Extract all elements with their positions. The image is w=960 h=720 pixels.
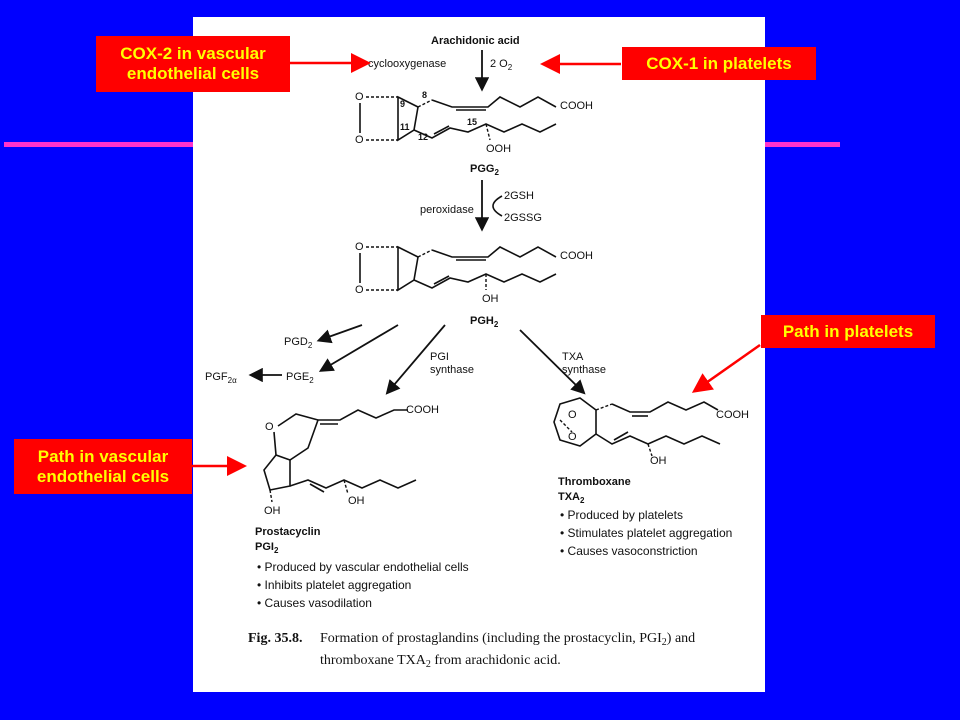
pgh2-o-bottom: O bbox=[355, 284, 364, 296]
thromboxane-bullet: • Produced by platelets bbox=[560, 508, 683, 522]
pgg2-ooh: OOH bbox=[486, 143, 511, 155]
txa2-o-bottom: O bbox=[568, 431, 577, 443]
txa-synthase-label-1: TXA bbox=[562, 351, 584, 363]
pgd2-label: PGD2 bbox=[284, 336, 313, 350]
pgg2-label: PGG2 bbox=[470, 163, 499, 177]
caption-line-1: Formation of prostaglandins (including t… bbox=[320, 631, 695, 648]
thromboxane-structure: O O COOH OH bbox=[553, 397, 749, 467]
pgg2-cooh: COOH bbox=[560, 100, 593, 112]
pgi2-oh-ring: OH bbox=[264, 505, 281, 517]
prostacyclin-bullet: • Inhibits platelet aggregation bbox=[257, 578, 411, 592]
pgh2-o-top: O bbox=[355, 241, 364, 253]
pgh2-structure: O O COOH OH PGH2 bbox=[355, 241, 593, 329]
cyclooxygenase-label: cyclooxygenase bbox=[368, 58, 446, 70]
pgi2-label: PGI2 bbox=[255, 541, 279, 555]
pgg2-o-bottom: O bbox=[355, 134, 364, 146]
pgi2-cooh: COOH bbox=[406, 404, 439, 416]
prostacyclin-bullet: • Produced by vascular endothelial cells bbox=[257, 560, 469, 574]
thromboxane-label: Thromboxane bbox=[558, 476, 631, 488]
platelet-path-callout: Path in platelets bbox=[761, 315, 935, 348]
pgg2-o-top: O bbox=[355, 91, 364, 103]
cox2-callout: COX-2 in vascular endothelial cells bbox=[96, 36, 290, 92]
arrow-to-pgd2 bbox=[316, 324, 363, 344]
thromboxane-bullet: • Stimulates platelet aggregation bbox=[560, 526, 732, 540]
pgi-synthase-label-2: synthase bbox=[430, 364, 474, 376]
pge2-label: PGE2 bbox=[286, 371, 314, 385]
atom-9: 9 bbox=[400, 99, 405, 109]
gssg-label: 2GSSG bbox=[504, 212, 542, 224]
atom-11: 11 bbox=[400, 122, 410, 132]
gsh-curve bbox=[492, 195, 503, 217]
endothelial-path-callout: Path in vascular endothelial cells bbox=[14, 439, 192, 494]
arrow-to-pge2 bbox=[318, 324, 399, 372]
arrow-txa-synthase bbox=[519, 329, 586, 395]
txa2-oh: OH bbox=[650, 455, 667, 467]
prostacyclin-label: Prostacyclin bbox=[255, 526, 321, 538]
cox1-callout: COX-1 in platelets bbox=[622, 47, 816, 80]
txa2-o-top: O bbox=[568, 409, 577, 421]
txa2-label: TXA2 bbox=[558, 491, 585, 505]
arrow-pgi-synthase bbox=[385, 324, 446, 395]
txa2-cooh: COOH bbox=[716, 409, 749, 421]
arachidonic-acid-label: Arachidonic acid bbox=[431, 35, 520, 47]
prostacyclin-structure: O COOH OH OH bbox=[263, 404, 439, 517]
pgh2-label: PGH2 bbox=[470, 315, 499, 329]
figure-panel bbox=[193, 17, 765, 692]
pgi-synthase-label-1: PGI bbox=[430, 351, 449, 363]
atom-8: 8 bbox=[422, 90, 427, 100]
pgh2-oh: OH bbox=[482, 293, 499, 305]
pgf2a-label: PGF2α bbox=[205, 371, 237, 385]
atom-15: 15 bbox=[467, 117, 477, 127]
caption-label: Fig. 35.8. bbox=[248, 631, 302, 646]
atom-12: 12 bbox=[418, 132, 428, 142]
platelet-path-arrow bbox=[691, 343, 761, 393]
pgi2-o: O bbox=[265, 421, 274, 433]
txa-synthase-label-2: synthase bbox=[562, 364, 606, 376]
pgi2-oh-chain: OH bbox=[348, 495, 365, 507]
prostacyclin-bullet: • Causes vasodilation bbox=[257, 596, 372, 610]
o2-label: 2 O2 bbox=[490, 58, 513, 72]
caption-line-2: thromboxane TXA2 from arachidonic acid. bbox=[320, 653, 561, 670]
pgh2-cooh: COOH bbox=[560, 250, 593, 262]
pgg2-structure: O O 9 8 11 12 15 COOH OOH PGG2 bbox=[355, 90, 593, 177]
thromboxane-bullet: • Causes vasoconstriction bbox=[560, 544, 698, 558]
gsh-label: 2GSH bbox=[504, 190, 534, 202]
peroxidase-label: peroxidase bbox=[420, 204, 474, 216]
